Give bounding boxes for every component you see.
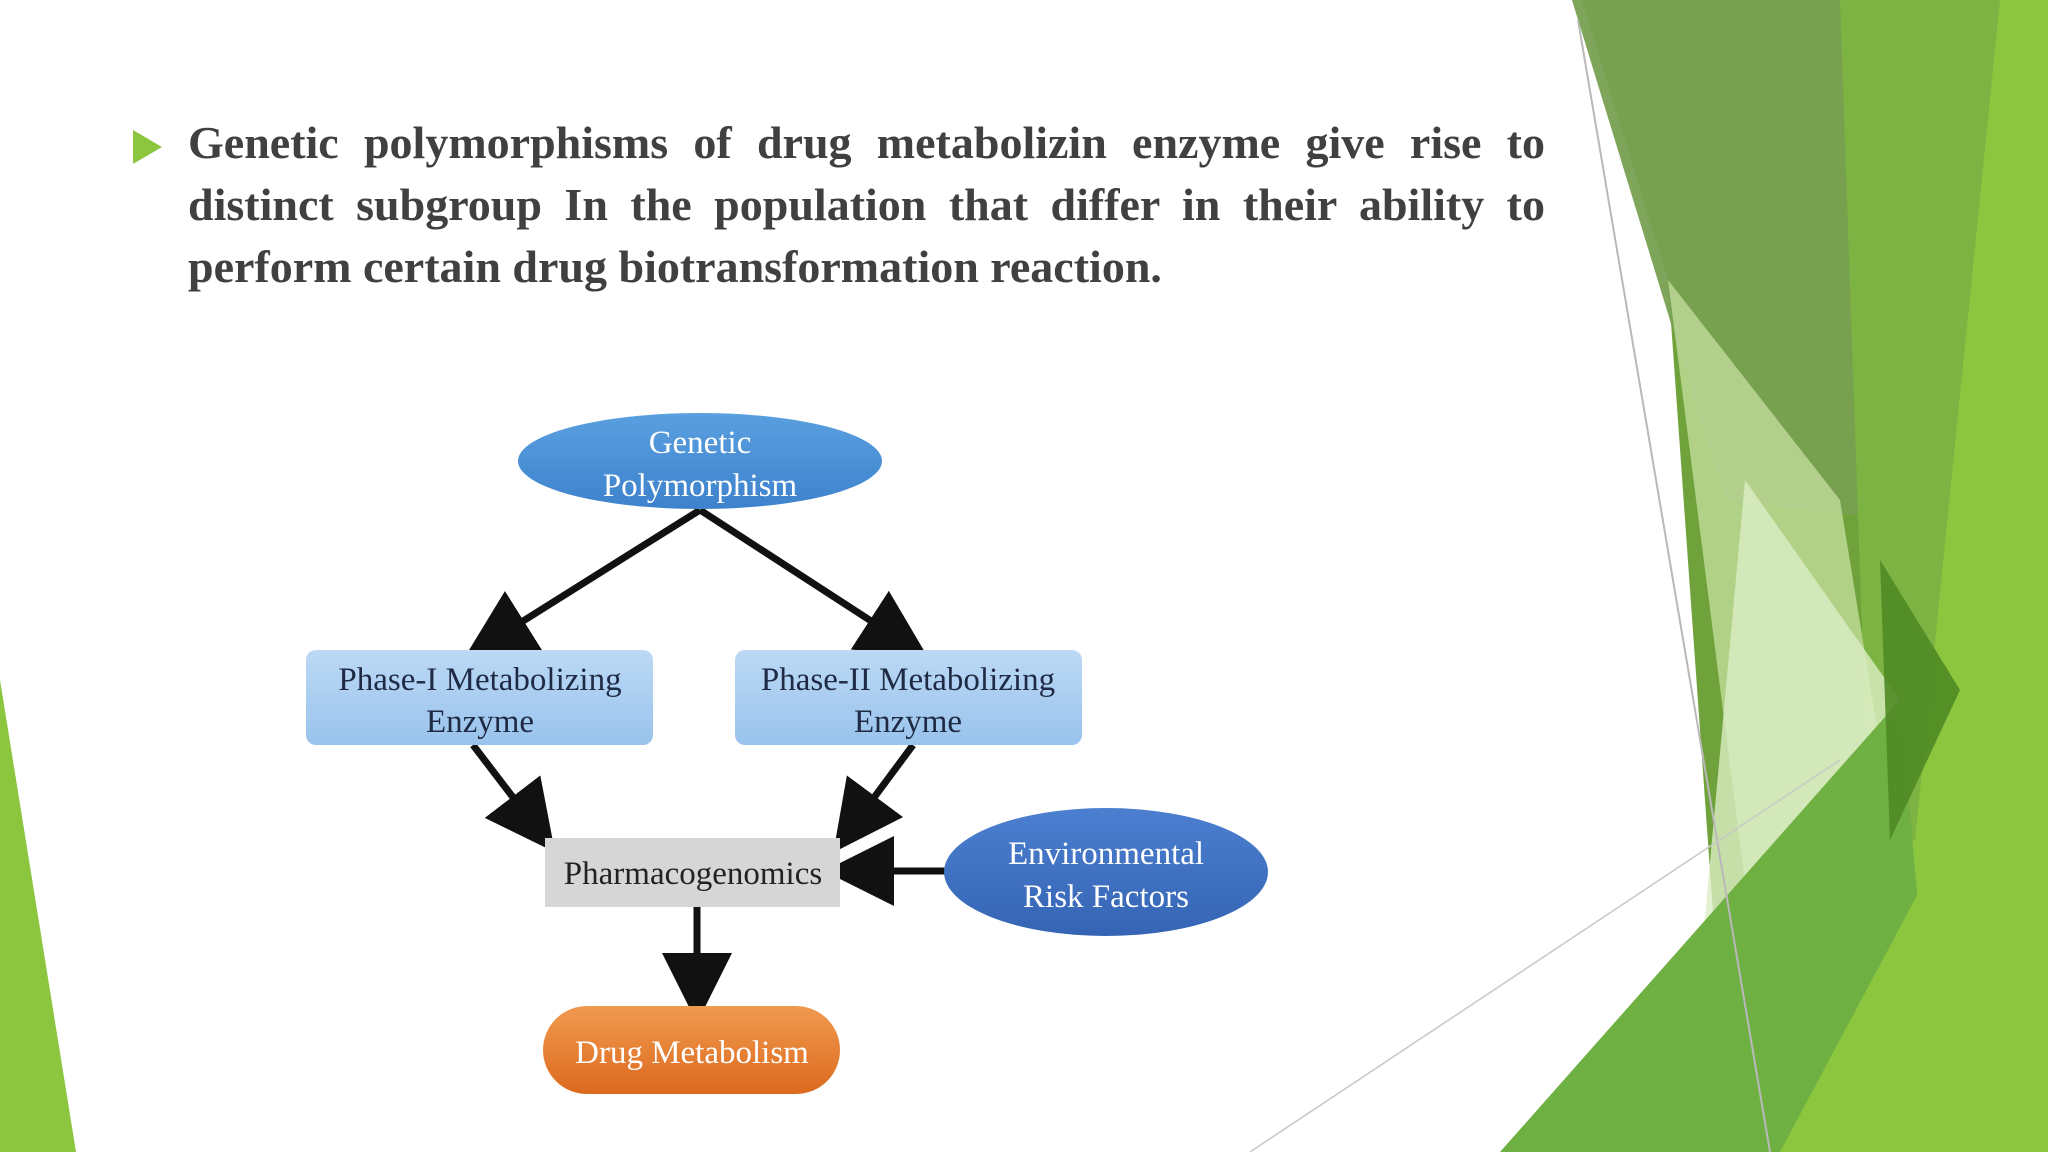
node-phase2-line1: Phase-II Metabolizing — [761, 662, 1055, 698]
node-environmental-risk-factors: Environmental Risk Factors — [944, 808, 1268, 936]
decor-facet-top-dark — [1572, 0, 1895, 520]
node-drug-metabolism-label: Drug Metabolism — [575, 1035, 809, 1071]
node-pharmacogenomics-label: Pharmacogenomics — [564, 856, 822, 892]
node-phase2-enzyme: Phase-II Metabolizing Enzyme — [735, 650, 1082, 745]
arrow-phase2-to-pharmaco — [833, 742, 916, 853]
decor-facet-bottom-2 — [1780, 650, 2048, 1152]
node-drug-metabolism: Drug Metabolism — [543, 1006, 840, 1094]
decor-facet-bottom-1 — [1500, 700, 1940, 1152]
decor-facet-bottom-3 — [1880, 560, 1960, 840]
bullet-triangle-icon — [133, 130, 162, 164]
node-pharmacogenomics: Pharmacogenomics — [545, 838, 840, 907]
node-genetic-polymorphism: Genetic Polymorphism — [518, 413, 882, 509]
bullet-text: Genetic polymorphisms of drug metabolizi… — [188, 117, 1545, 292]
node-genetic-polymorphism-line1: Genetic — [649, 425, 752, 461]
arrow-phase1-to-pharmaco — [470, 742, 556, 853]
arrow-genetic-to-phase1 — [464, 507, 702, 658]
node-genetic-polymorphism-line2: Polymorphism — [603, 468, 798, 504]
node-phase1-enzyme: Phase-I Metabolizing Enzyme — [306, 650, 653, 745]
node-phase1-line1: Phase-I Metabolizing — [338, 662, 621, 698]
decor-line-1 — [1577, 19, 1771, 1152]
decor-facet-left — [0, 680, 76, 1152]
decor-facet-tall — [1840, 0, 2000, 860]
node-environmental-line2: Risk Factors — [1023, 879, 1189, 915]
arrow-genetic-to-phase2 — [698, 507, 929, 659]
node-phase2-line2: Enzyme — [854, 704, 962, 740]
bullet-item: Genetic polymorphisms of drug metabolizi… — [130, 112, 1545, 298]
node-environmental-line1: Environmental — [1008, 836, 1204, 872]
node-phase1-line2: Enzyme — [426, 704, 534, 740]
decor-line-2 — [1249, 759, 1841, 1152]
